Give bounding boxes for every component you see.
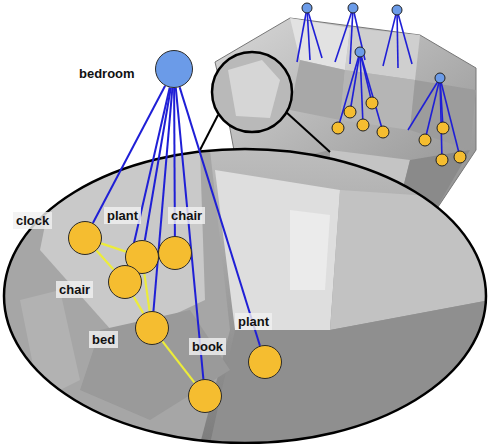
node-label: plant	[104, 207, 141, 224]
relation-edge	[101, 243, 126, 251]
hierarchy-lines	[297, 8, 460, 160]
mini-nodes	[302, 3, 466, 166]
object-node: chair	[108, 265, 142, 299]
relation-edge	[144, 274, 149, 311]
object-node: clock	[68, 221, 102, 255]
node-label: chair	[56, 281, 93, 298]
node-label: book	[189, 338, 226, 355]
hierarchy-edge	[176, 88, 204, 379]
node-label: bedroom	[76, 65, 138, 82]
relation-edge	[134, 297, 144, 314]
object-node: chair	[158, 236, 192, 270]
object-node: book	[188, 379, 222, 413]
node-label: chair	[168, 207, 205, 224]
object-node: plant	[248, 345, 282, 379]
object-node: bed	[135, 311, 169, 345]
node-label: plant	[235, 313, 272, 330]
node-label: bed	[89, 331, 118, 348]
magnifier	[0, 52, 490, 444]
hierarchy-edge	[153, 88, 172, 311]
node-label: clock	[13, 212, 52, 229]
room-node: bedroom	[155, 50, 193, 88]
relation-edge	[96, 251, 113, 270]
